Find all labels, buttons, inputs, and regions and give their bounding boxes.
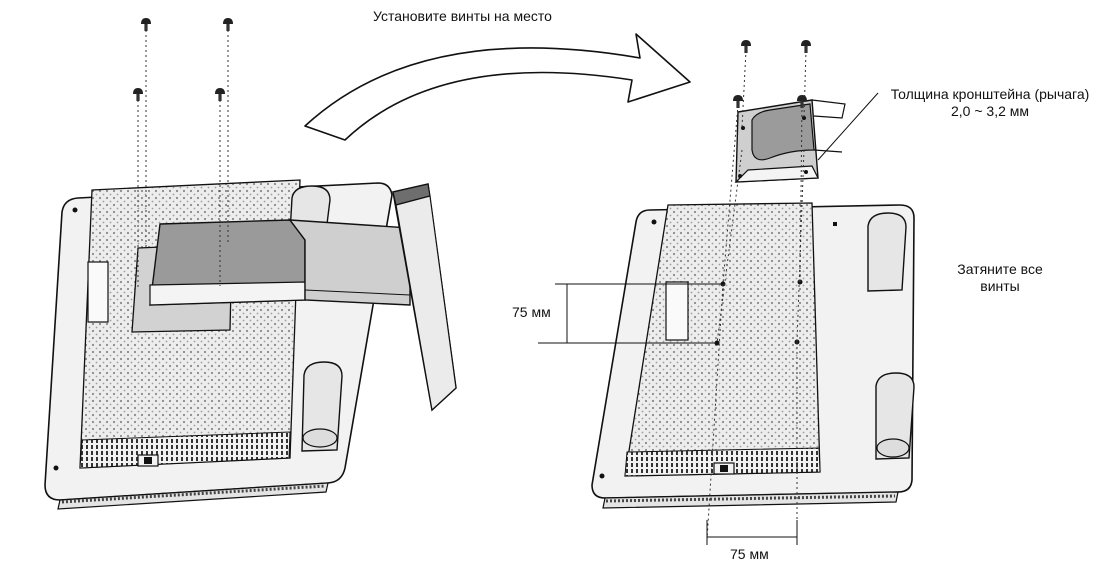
mounting-bracket: [734, 99, 846, 183]
dimension-vertical: [538, 283, 723, 344]
left-monitor: [44, 18, 457, 510]
curved-arrow-icon: [304, 33, 691, 141]
screw-icon: [733, 40, 811, 108]
bracket-thickness-line1: Толщина кронштейна (рычага): [890, 86, 1090, 102]
bracket-thickness-line2: 2,0 ~ 3,2 мм: [950, 103, 1030, 119]
dimension-vertical-label: 75 мм: [512, 304, 551, 320]
tighten-line1: Затяните все: [957, 261, 1043, 277]
dimension-horizontal: [706, 520, 798, 545]
screw-icon: [133, 18, 233, 101]
tighten-line2: винты: [980, 278, 1020, 294]
tighten-screws-caption: Затяните все винты: [940, 261, 1060, 295]
right-monitor: [538, 40, 915, 545]
dimension-horizontal-label: 75 мм: [730, 546, 769, 562]
install-screws-caption: Установите винты на место: [373, 8, 552, 24]
bracket-thickness-caption: Толщина кронштейна (рычага) 2,0 ~ 3,2 мм: [870, 86, 1110, 120]
